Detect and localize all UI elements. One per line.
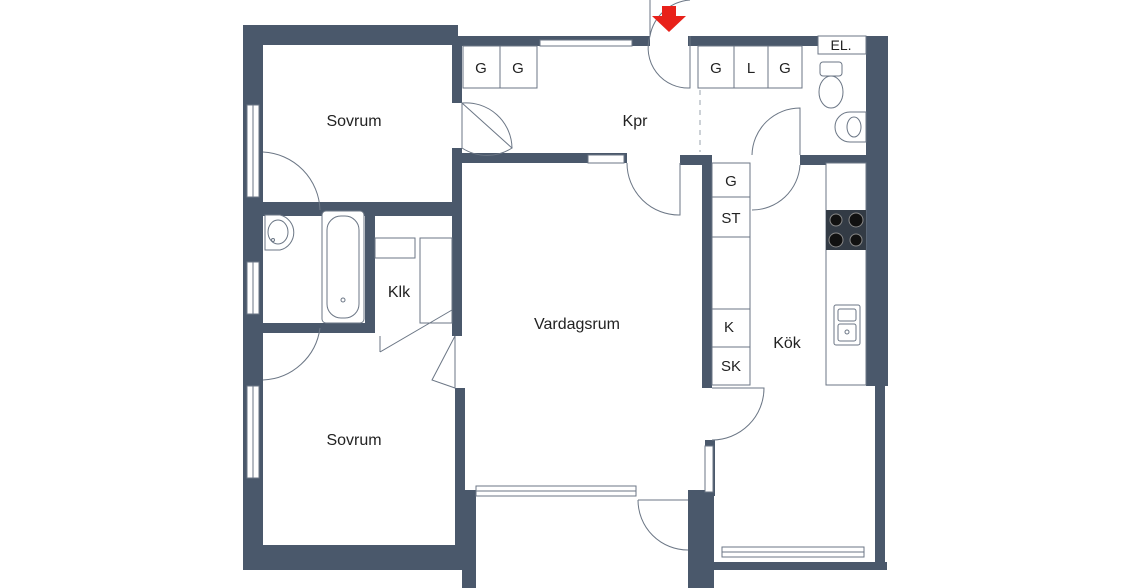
room-label-bedroom-bottom: Sovrum [326, 432, 381, 449]
wall-right-lower [875, 386, 885, 570]
cabinet-hall-right [767, 45, 803, 89]
window-kitchen-side [704, 445, 714, 493]
door-bedroom-top [461, 101, 513, 156]
sink-icon [834, 111, 867, 143]
wall-balcony-left [462, 490, 476, 588]
wall-bedroom-hall [452, 45, 462, 103]
room-labels: Sovrum Kpr Klk Vardagsrum Kök Sovrum [326, 113, 801, 449]
wall-bedroom-hall-low [452, 148, 462, 218]
toilet-icon [818, 61, 844, 109]
kitchen-counter [825, 162, 867, 386]
room-label-bedroom-top: Sovrum [326, 113, 381, 130]
door-wc [751, 107, 801, 156]
door-entrance [647, 0, 691, 89]
room-label-hall: Kpr [623, 113, 649, 130]
cabinet-label: G [512, 60, 524, 77]
wall-kitchen-top [800, 155, 868, 165]
wall-living-left [455, 388, 465, 570]
kitchen-sink-icon [833, 304, 861, 346]
door-balcony [637, 499, 689, 551]
cabinet-hall-left [462, 45, 501, 89]
windows [246, 39, 865, 558]
door-living-top [626, 162, 681, 216]
wall-hall-living-right [680, 155, 710, 165]
cabinet-label: L [747, 60, 755, 77]
cabinet-label: G [779, 60, 791, 77]
cabinet-label: K [724, 319, 734, 336]
wall-bottom-right [712, 562, 887, 570]
wall-top-right [688, 36, 818, 46]
wall-bath-top [263, 202, 462, 216]
stove-icon [826, 210, 866, 250]
wall-kitchen-left [702, 155, 712, 388]
hall-cabinet-labels: G G G L G [475, 60, 791, 77]
wall-bottom-left [243, 545, 465, 570]
hall-cabinets [462, 45, 803, 89]
closet-shelf [374, 237, 453, 324]
cabinet-label: G [475, 60, 487, 77]
cabinet-label: SK [721, 358, 741, 375]
wall-hall-living [462, 153, 627, 163]
wall-closet-right [452, 216, 462, 336]
wall-bath-bottom [263, 323, 375, 333]
cabinet-hall-right [697, 45, 735, 89]
kitchen-cabinets [711, 162, 867, 386]
cabinet-hall-right [733, 45, 769, 89]
wall-bath-divider [365, 216, 375, 328]
room-label-closet: Klk [388, 284, 411, 301]
cabinet-label: ST [721, 210, 740, 227]
bathtub-icon [321, 210, 365, 324]
room-label-living: Vardagsrum [534, 316, 620, 333]
wall-outer-right [866, 36, 888, 386]
electrical-label: EL. [830, 37, 851, 53]
door-kitchen [711, 387, 765, 441]
cabinet-label: G [710, 60, 722, 77]
entrance-arrow-icon [652, 6, 686, 32]
window-hall [539, 39, 633, 47]
cabinet-hall-left [499, 45, 538, 89]
window-living-top [587, 154, 625, 164]
wall-balcony-right [688, 490, 714, 588]
wall-top-left [243, 25, 458, 45]
electrical-box [817, 35, 867, 55]
door-closet [379, 309, 453, 353]
door-bedroom-bottom [431, 335, 456, 389]
room-label-kitchen: Kök [773, 335, 802, 352]
door-bath [262, 151, 321, 211]
sink-icon [264, 214, 295, 251]
cabinet-label: G [725, 173, 737, 190]
kitchen-cabinet-labels: G ST K SK [721, 173, 741, 375]
